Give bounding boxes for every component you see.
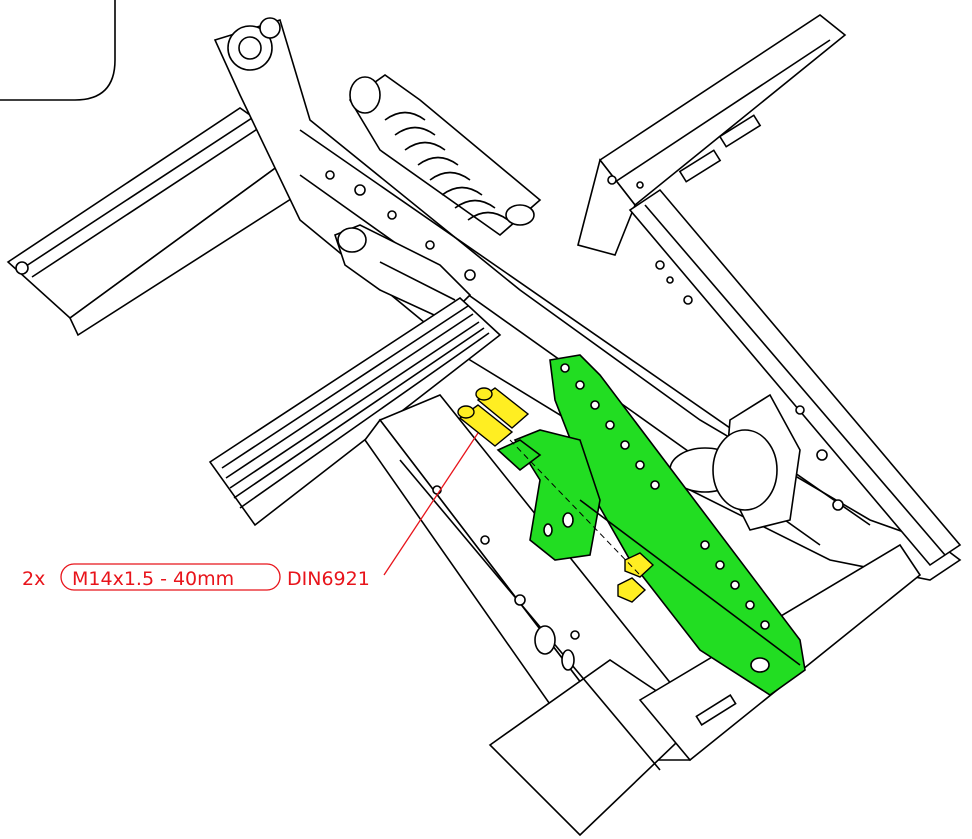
callout-quantity: 2x: [22, 568, 45, 590]
callout-label: 2x M14x1.5 - 40mm DIN6921: [22, 568, 370, 590]
drawing-border-corner: [0, 0, 116, 101]
actuator-cylinder: [334, 224, 472, 321]
nut-highlight-2: [624, 552, 655, 578]
bolt-centerline: [509, 439, 641, 576]
callout-leader: [383, 432, 479, 576]
right-frame-rail: [628, 188, 962, 567]
callout-bolt-spec: M14x1.5 - 40mm: [72, 568, 234, 590]
upper-left-rail: [6, 107, 306, 337]
mounting-bracket-highlight: [496, 354, 806, 696]
lower-chassis: [364, 394, 922, 837]
flange-bolt-highlight-1: [457, 404, 514, 447]
callout-standard: DIN6921: [287, 568, 370, 590]
nut-highlight-1: [617, 577, 647, 603]
upper-right-plate: [577, 14, 847, 256]
flange-bolt-highlight-2: [475, 387, 530, 429]
pivot-housing: [669, 393, 801, 531]
main-pedal-arm: [213, 17, 962, 581]
damper-bellows: [348, 74, 542, 237]
bolt-spec-frame: [60, 563, 281, 591]
lower-left-rail: [208, 296, 502, 527]
